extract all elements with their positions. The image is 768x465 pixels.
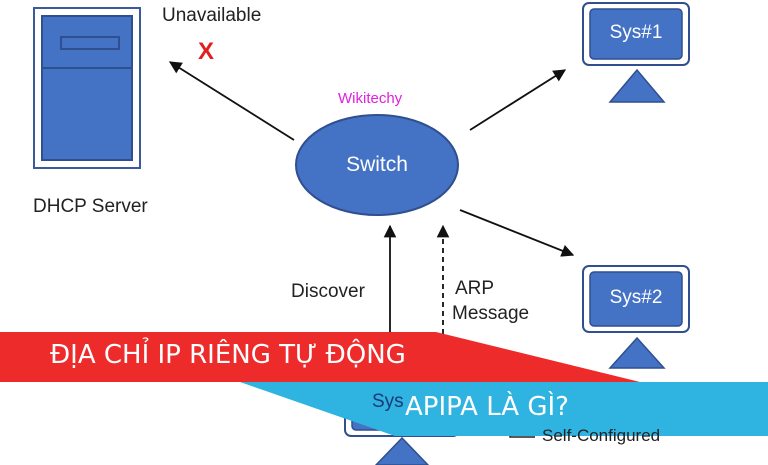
banner-title-line1: ĐỊA CHỈ IP RIÊNG TỰ ĐỘNG bbox=[50, 340, 406, 370]
arp-label-line1: ARP bbox=[455, 278, 495, 299]
arp-label-line2: Message bbox=[452, 303, 530, 324]
sys1-monitor-icon bbox=[582, 2, 690, 103]
dhcp-server-icon bbox=[33, 7, 141, 169]
sys-bottom-label: Sys bbox=[372, 391, 404, 412]
banner-blue bbox=[240, 382, 768, 436]
fail-x-mark: X bbox=[198, 38, 215, 65]
sys1-label: Sys#1 bbox=[609, 22, 663, 43]
switch-node bbox=[295, 114, 459, 216]
wikitechy-watermark: Wikitechy bbox=[338, 90, 403, 107]
dhcp-server-label: DHCP Server bbox=[33, 196, 148, 217]
banner-title-line2: APIPA LÀ GÌ? bbox=[405, 392, 569, 422]
sys2-label: Sys#2 bbox=[609, 287, 663, 308]
switch-label: Switch bbox=[346, 153, 408, 176]
arrow-to-dhcp bbox=[168, 61, 295, 141]
unavailable-label: Unavailable bbox=[162, 5, 262, 26]
banner-red bbox=[0, 332, 640, 382]
discover-label: Discover bbox=[291, 281, 365, 302]
arrow-to-sys2 bbox=[459, 209, 575, 257]
arrow-to-sys1 bbox=[469, 69, 567, 131]
sys2-monitor-icon bbox=[582, 265, 690, 369]
self-configured-label: Self-Configured bbox=[542, 426, 661, 445]
